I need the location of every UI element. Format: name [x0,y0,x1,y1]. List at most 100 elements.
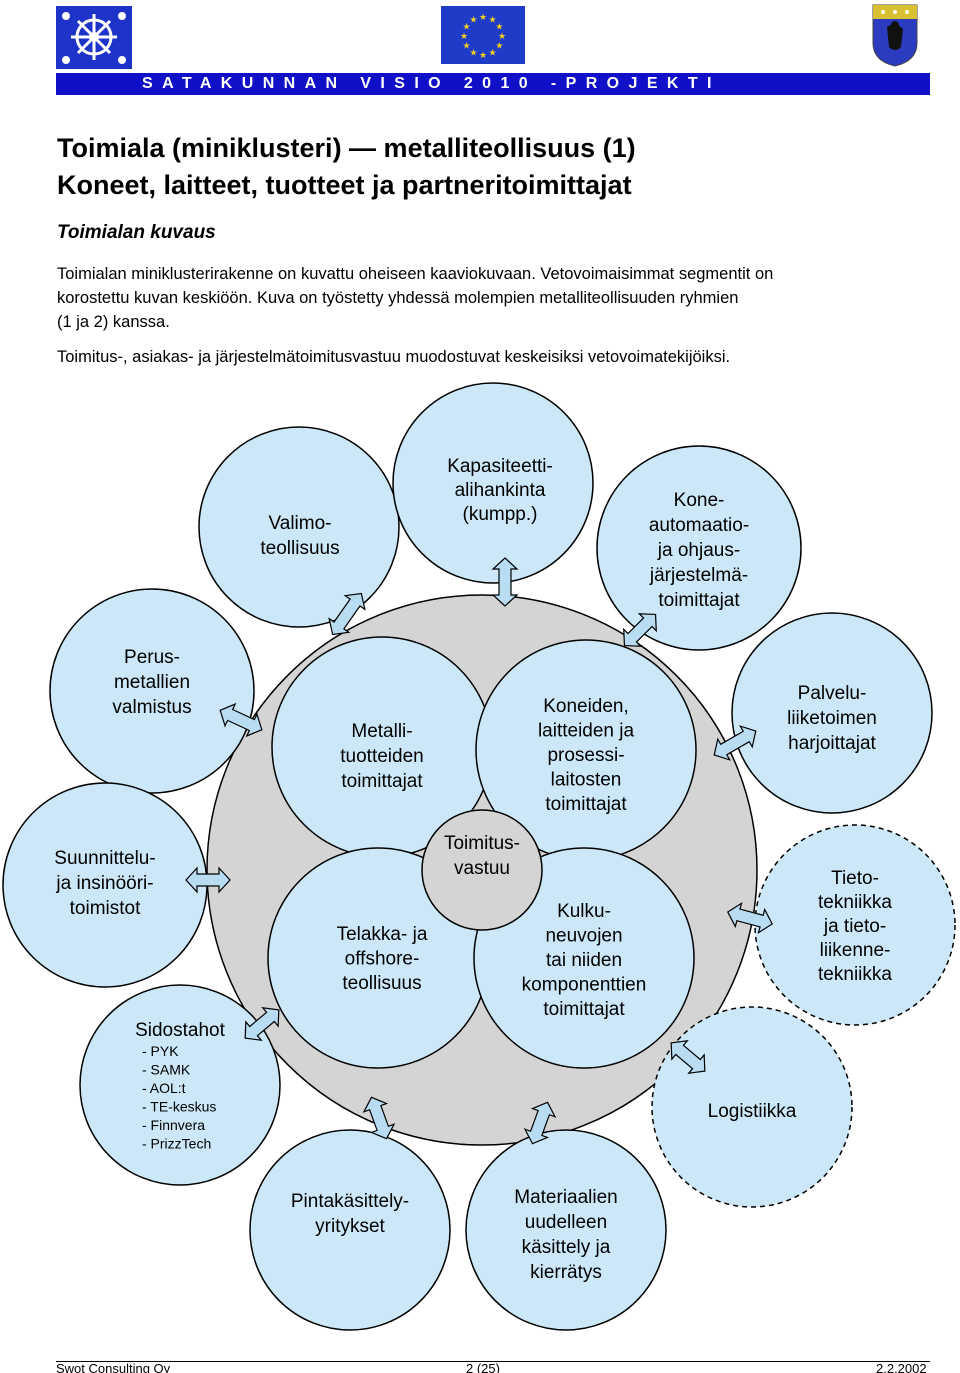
arrow-kapasiteetti [491,557,519,607]
svg-text:★: ★ [463,23,471,33]
arrow-pintakasittely [362,1096,396,1140]
footer-date: 2.2.2002 [876,1362,927,1373]
text-toimitus-line-1: Toimitus- [444,833,520,854]
text-metalli-line-2: tuotteiden [340,746,423,767]
text-sidostahot-items-line-5: - Finnvera [142,1117,205,1133]
text-koneautomaatio-line-4: järjestelmä- [649,565,748,586]
arrow-logistiikka [670,1039,706,1075]
page-title-line1: Toimiala (miniklusteri) — metalliteollis… [57,133,636,163]
arrow-valimo [328,592,366,636]
text-palvelu-line-3: harjoittajat [788,733,876,754]
bubble-kapasiteetti [392,382,594,584]
arrow-sidostahot [244,1006,280,1042]
text-perusmetallien-line-2: metallien [114,672,190,693]
text-tieto-line-3: ja tieto- [823,916,886,937]
bubble-palvelu [731,612,933,814]
text-materiaalien-line-1: Materiaalien [514,1187,618,1208]
text-materiaalien-line-2: uudelleen [525,1212,607,1233]
text-koneautomaatio-line-1: Kone- [674,490,725,511]
arrow-perusmetallien [219,702,263,738]
arrow-suunnittelu [185,866,231,894]
arrow-materiaalien [523,1101,557,1145]
text-pintakasittely-line-2: yritykset [315,1216,385,1237]
bubble-perusmetallien [49,588,255,794]
text-materiaalien-line-4: kierrätys [530,1262,602,1283]
svg-text:★: ★ [469,48,477,58]
text-sidostahot-items-line-1: - PYK [142,1043,179,1059]
text-tieto-line-4: liikenne- [820,940,891,961]
bubble-sidostahot [79,984,281,1186]
project-banner: SATAKUNNAN VISIO 2010 -PROJEKTI [56,73,930,95]
text-kapasiteetti-line-3: (kumpp.) [463,504,538,525]
bubble-toimitus [421,809,543,931]
text-sidostahot-title-line-1: Sidostahot [135,1020,226,1041]
text-suunnittelu-line-3: toimistot [70,898,141,919]
text-materiaalien-line-3: käsittely ja [522,1237,611,1258]
text-pintakasittely-line-1: Pintakäsittely- [291,1191,409,1212]
page-title-line2: Koneet, laitteet, tuotteet ja partnerito… [57,170,632,200]
text-telakka-line-2: offshore- [345,949,420,970]
text-logistiikka-line-1: Logistiikka [708,1101,797,1122]
bubble-koneautomaatio [596,445,802,651]
bubble-valimo [198,426,400,628]
eu-flag-icon: ★★★★★★★★★★★★ [441,6,525,64]
text-koneiden-line-3: prosessi- [547,745,624,766]
text-kapasiteetti-line-1: Kapasiteetti- [447,456,553,477]
text-koneiden-line-1: Koneiden, [543,696,629,717]
paragraph-2: Toimitus-, asiakas- ja järjestelmätoimit… [57,348,731,366]
svg-text:★: ★ [479,51,487,61]
text-kulku-line-4: komponenttien [522,975,647,996]
text-tieto-line-2: tekniikka [818,892,892,913]
text-valimo-line-2: teollisuus [260,538,339,559]
text-palvelu-line-1: Palvelu- [798,683,867,704]
text-sidostahot-items-line-2: - SAMK [142,1062,191,1078]
svg-text:★: ★ [495,42,503,52]
text-koneiden-line-4: laitosten [551,770,622,791]
footer-divider [56,1361,930,1362]
text-kulku-line-2: neuvojen [545,926,622,947]
arrow-tieto [726,901,774,935]
bubble-materiaalien [465,1129,667,1331]
text-sidostahot-items-line-3: - AOL:t [142,1080,186,1096]
text-koneiden-line-5: toimittajat [545,794,627,815]
text-kapasiteetti-line-2: alihankinta [455,480,546,501]
text-kulku-line-1: Kulku- [557,901,611,922]
svg-text:★: ★ [463,42,471,52]
text-telakka-line-3: teollisuus [342,973,421,994]
svg-text:★: ★ [488,16,496,26]
svg-text:★: ★ [488,48,496,58]
text-sidostahot-items-line-6: - PrizzTech [142,1136,211,1152]
text-sidostahot-items-line-4: - TE-keskus [142,1099,216,1115]
arrow-koneautomaatio [623,613,657,647]
text-metalli-line-1: Metalli- [351,721,412,742]
satakunta-crest-icon [56,6,132,69]
text-telakka-line-1: Telakka- ja [337,924,428,945]
text-kulku-line-5: toimittajat [543,999,625,1020]
text-palvelu-line-2: liiketoimen [787,708,877,729]
text-koneiden-line-2: laitteiden ja [538,721,635,742]
arrow-palvelu [713,725,757,761]
footer-page-number: 2 (25) [466,1362,500,1373]
text-toimitus-line-2: vastuu [454,858,510,879]
text-suunnittelu-line-1: Suunnittelu- [54,848,155,869]
svg-text:★: ★ [469,16,477,26]
text-valimo-line-1: Valimo- [269,513,332,534]
paragraph-1-line1: Toimialan miniklusterirakenne on kuvattu… [57,265,774,283]
svg-text:★: ★ [495,23,503,33]
text-tieto-line-5: tekniikka [818,964,892,985]
paragraph-1-line2: korostettu kuvan keskiöön. Kuva on työst… [57,289,739,307]
text-koneautomaatio-line-5: toimittajat [658,590,740,611]
text-metalli-line-3: toimittajat [341,771,423,792]
text-perusmetallien-line-1: Perus- [124,647,180,668]
svg-text:★: ★ [479,13,487,23]
text-tieto-line-1: Tieto- [831,868,879,889]
text-suunnittelu-line-2: ja insinööri- [55,873,153,894]
bubble-pintakasittely [249,1129,451,1331]
text-kulku-line-3: tai niiden [546,950,622,971]
text-perusmetallien-line-3: valmistus [112,697,191,718]
text-koneautomaatio-line-3: ja ohjaus- [657,540,740,561]
svg-text:★: ★ [460,32,468,42]
svg-text:★: ★ [498,32,506,42]
coat-of-arms-icon [871,3,919,67]
